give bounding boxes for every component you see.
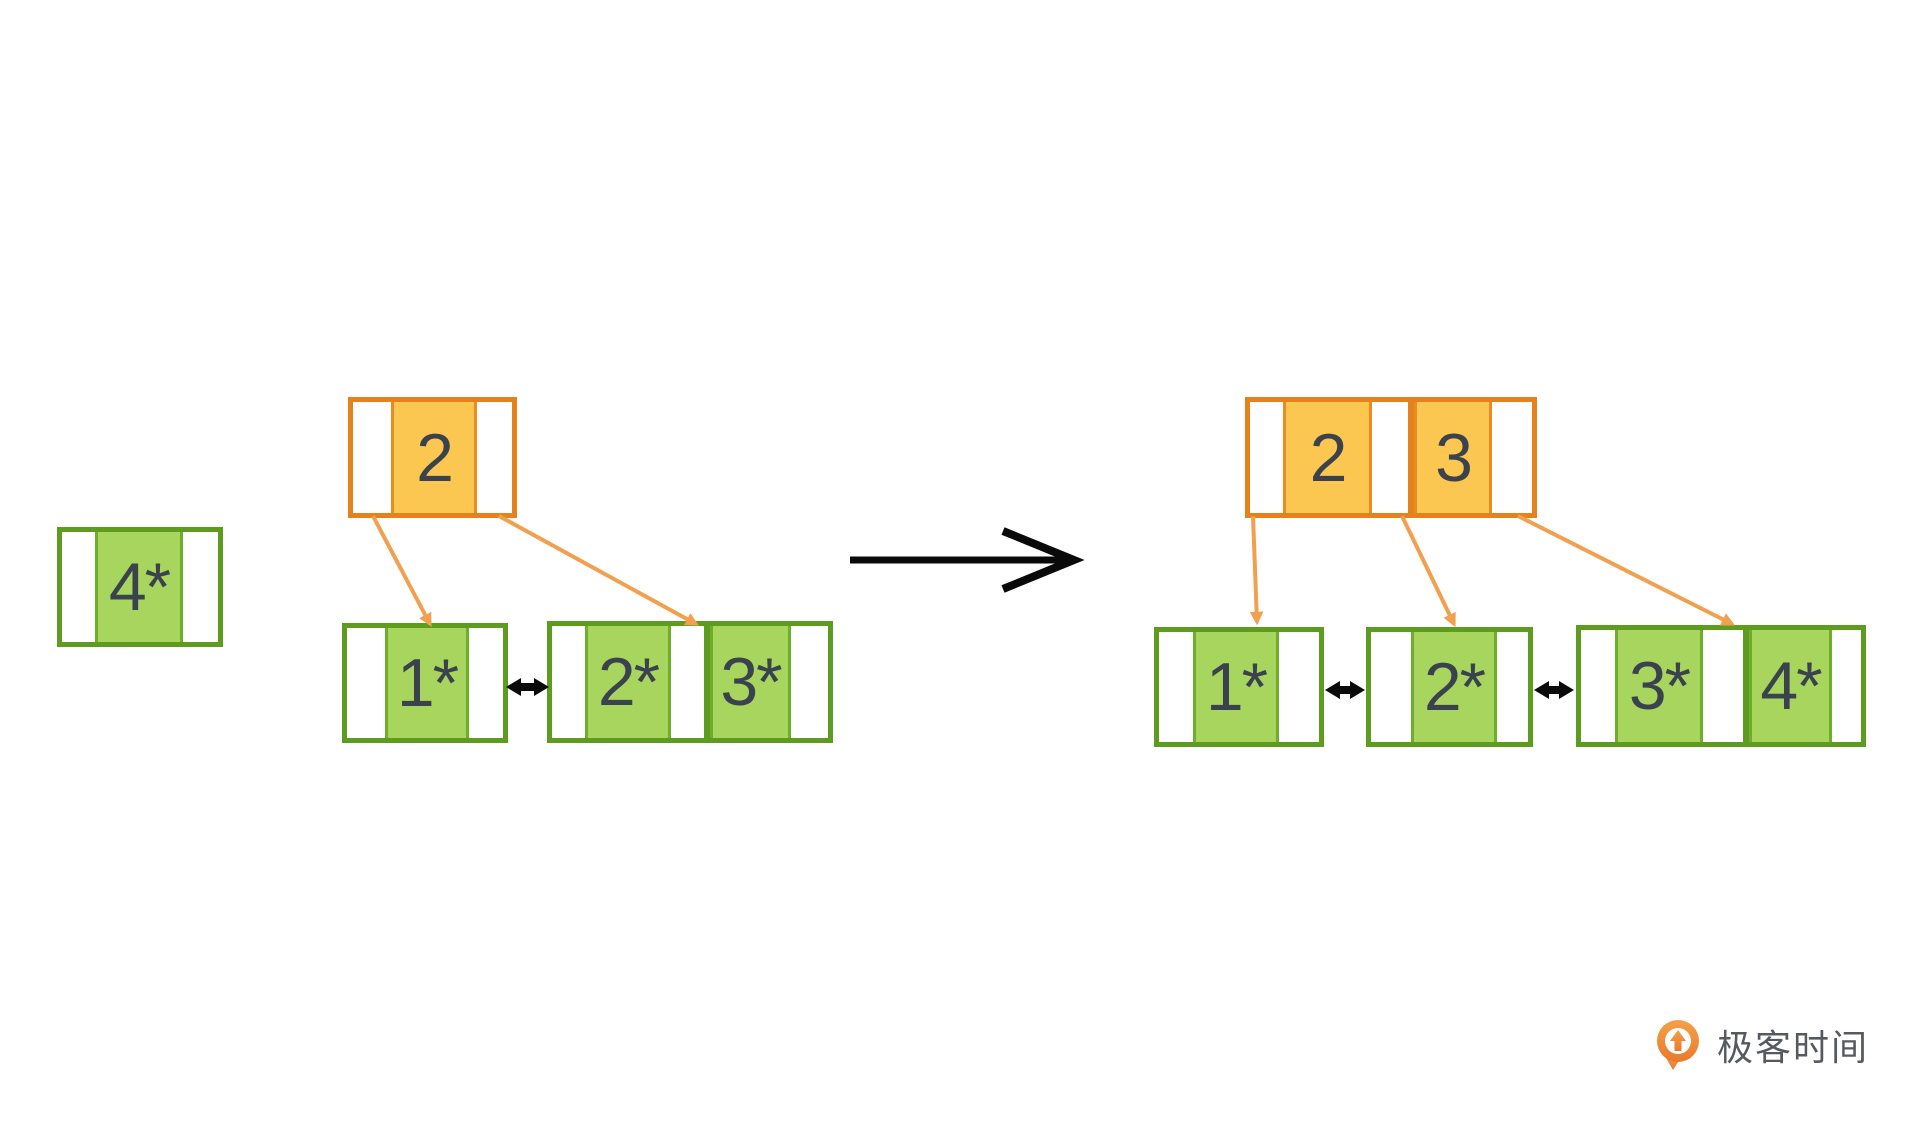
page-divider bbox=[1743, 630, 1749, 742]
node-after-leaf-2: 2* bbox=[1366, 627, 1533, 747]
key-cell: 2 bbox=[391, 402, 477, 513]
record-cell: 2* bbox=[585, 626, 671, 738]
empty-slot bbox=[1492, 402, 1532, 513]
tree-edge bbox=[371, 515, 432, 628]
empty-slot bbox=[671, 626, 704, 738]
node-before-leaf-23: 2* 3* bbox=[547, 621, 833, 743]
geektime-logo: 极客时间 bbox=[1652, 1018, 1869, 1072]
tree-edge bbox=[1517, 514, 1736, 626]
record-label: 1* bbox=[1205, 649, 1268, 725]
tree-edge bbox=[1249, 515, 1264, 626]
record-label: 2* bbox=[597, 644, 660, 720]
empty-slot bbox=[469, 628, 503, 738]
key-label: 3 bbox=[1435, 419, 1473, 496]
empty-slot bbox=[1581, 630, 1615, 742]
key-label: 2 bbox=[1309, 419, 1348, 496]
empty-slot bbox=[353, 402, 391, 513]
page-divider bbox=[1408, 402, 1414, 513]
node-after-leaf-1: 1* bbox=[1154, 627, 1324, 747]
empty-slot bbox=[477, 402, 512, 513]
record-label: 3* bbox=[1628, 648, 1691, 724]
record-label: 3* bbox=[720, 644, 782, 720]
node-after-root: 2 3 bbox=[1245, 397, 1537, 518]
empty-slot bbox=[1372, 402, 1408, 513]
tree-edge bbox=[498, 514, 699, 626]
geektime-logo-text: 极客时间 bbox=[1717, 1027, 1870, 1068]
empty-slot bbox=[1279, 632, 1319, 742]
record-label: 4* bbox=[1760, 648, 1822, 724]
record-cell: 3* bbox=[710, 626, 791, 738]
node-before-leaf-1: 1* bbox=[342, 623, 508, 743]
leaf-link-arrow bbox=[1534, 681, 1574, 699]
leaf-link-arrow bbox=[506, 678, 549, 696]
node-after-leaf-34: 3* 4* bbox=[1576, 625, 1866, 747]
transform-arrow bbox=[850, 527, 1085, 593]
empty-slot bbox=[1497, 632, 1528, 742]
record-cell: 1* bbox=[1193, 632, 1279, 742]
geektime-logo-icon bbox=[1657, 1020, 1699, 1070]
leaf-link-arrow bbox=[1325, 681, 1365, 699]
page-divider bbox=[704, 626, 710, 738]
record-cell: 4* bbox=[95, 532, 183, 642]
node-before-root: 2 bbox=[348, 397, 517, 518]
empty-slot bbox=[183, 532, 218, 642]
empty-slot bbox=[1703, 630, 1743, 742]
record-label: 2* bbox=[1423, 649, 1486, 725]
empty-slot bbox=[1371, 632, 1411, 742]
key-cell: 2 bbox=[1283, 402, 1372, 513]
record-cell: 1* bbox=[385, 628, 469, 738]
node-insert-page-4: 4* bbox=[57, 527, 223, 647]
record-cell: 4* bbox=[1749, 630, 1832, 742]
record-cell: 3* bbox=[1615, 630, 1703, 742]
empty-slot bbox=[1832, 630, 1861, 742]
record-cell: 2* bbox=[1411, 632, 1497, 742]
empty-slot bbox=[1159, 632, 1193, 742]
empty-slot bbox=[347, 628, 385, 738]
empty-slot bbox=[791, 626, 828, 738]
empty-slot bbox=[1250, 402, 1283, 513]
key-label: 2 bbox=[416, 419, 454, 496]
tree-edge bbox=[1400, 515, 1456, 628]
key-cell: 3 bbox=[1414, 402, 1492, 513]
empty-slot bbox=[552, 626, 585, 738]
record-label: 4* bbox=[108, 549, 171, 625]
empty-slot bbox=[62, 532, 95, 642]
record-label: 1* bbox=[396, 645, 459, 721]
